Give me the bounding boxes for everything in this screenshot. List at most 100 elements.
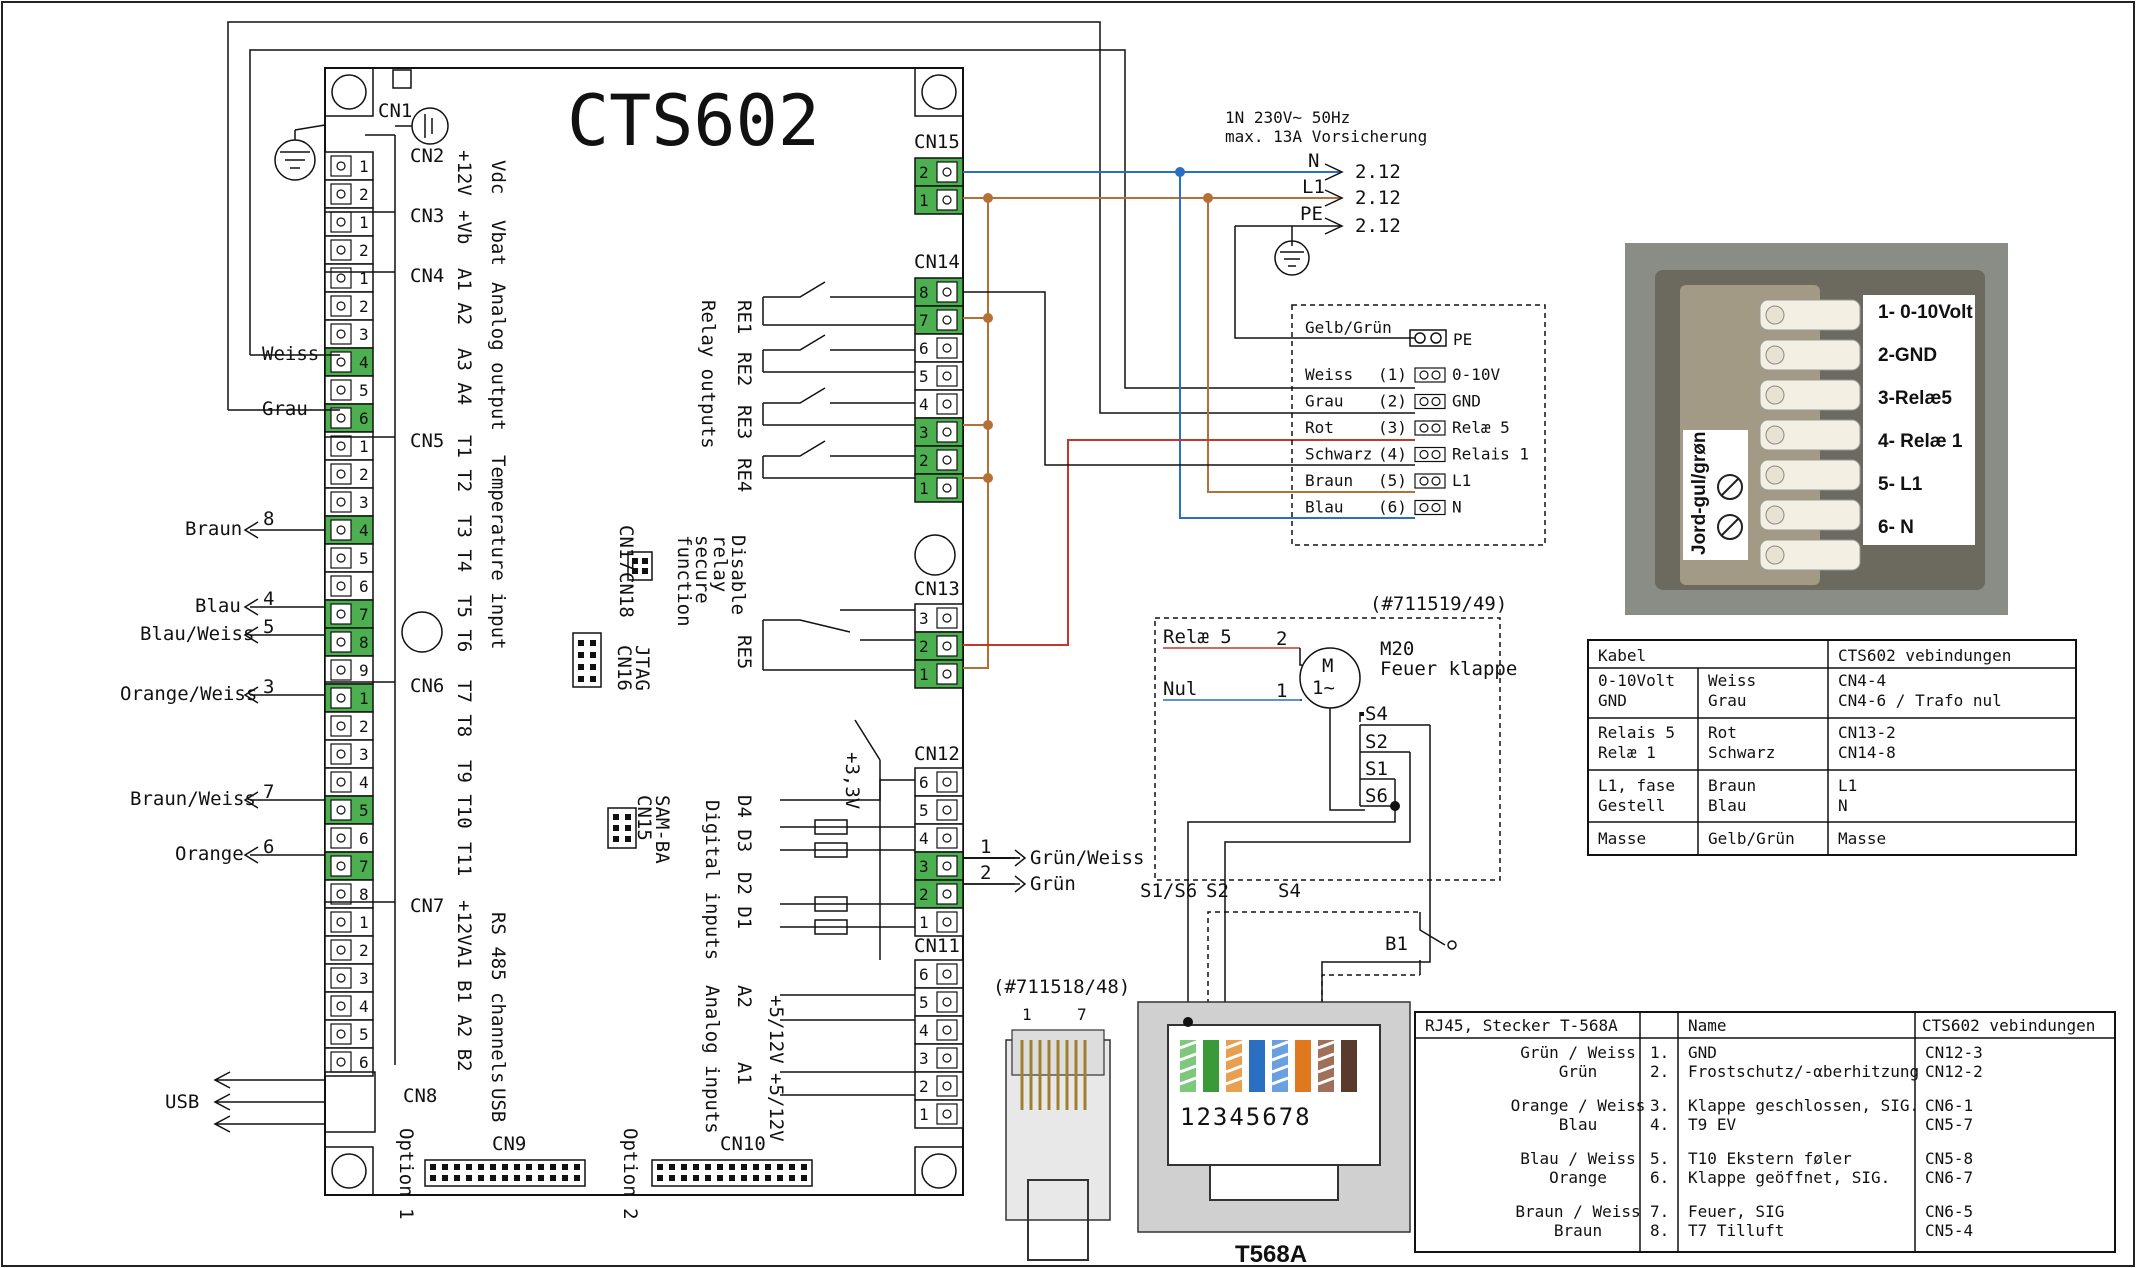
socket-wire-stripe bbox=[1317, 1064, 1335, 1074]
right-screw bbox=[936, 281, 958, 303]
photo-terminal bbox=[1759, 459, 1861, 491]
left-screw-hole bbox=[336, 189, 346, 199]
right-pin-number: 1 bbox=[919, 913, 929, 932]
socket-wire-stripe bbox=[1179, 1064, 1197, 1074]
cn15b-header bbox=[607, 807, 637, 849]
left-screw bbox=[330, 799, 352, 821]
rj45-cell: 1. bbox=[1650, 1043, 1669, 1062]
right-screw-hole bbox=[942, 917, 952, 927]
cn10-pin bbox=[717, 1164, 723, 1170]
cn9-pin bbox=[502, 1175, 508, 1181]
photo-terminal bbox=[1759, 419, 1861, 451]
motor-s1: S1 bbox=[1365, 758, 1388, 780]
kabel-cell: L1 bbox=[1838, 776, 1857, 795]
right-pin-number: 5 bbox=[919, 367, 929, 386]
right-screw-hole bbox=[942, 427, 952, 437]
right-screw-hole bbox=[942, 805, 952, 815]
photo-item-label: 3-Relæ5 bbox=[1878, 388, 1952, 409]
left-pin-number: 2 bbox=[359, 297, 369, 316]
terminal-row-signal: GND bbox=[1452, 392, 1481, 411]
rj45-cell: Grün / Weiss bbox=[1520, 1043, 1636, 1062]
group-relay-outputs: Relay outputs bbox=[697, 300, 719, 449]
cn9-pin bbox=[478, 1175, 484, 1181]
right-pin-number: 4 bbox=[919, 829, 929, 848]
right-screw-hole bbox=[942, 1081, 952, 1091]
motor-nul: Nul bbox=[1163, 678, 1197, 700]
left-pin-number: 1 bbox=[359, 213, 369, 232]
jtag-pin bbox=[590, 640, 596, 646]
left-screw bbox=[330, 995, 352, 1017]
jtag-pin bbox=[578, 676, 584, 682]
kabel-cell: Blau bbox=[1708, 796, 1747, 815]
left-pin-number: 5 bbox=[359, 381, 369, 400]
right-pin-number: 4 bbox=[919, 395, 929, 414]
power-wiring bbox=[963, 163, 1415, 669]
cn10-pin bbox=[753, 1164, 759, 1170]
right-screw bbox=[936, 771, 958, 793]
group-option2: Option 2 bbox=[619, 1128, 641, 1220]
wire-orange-weiss-num: 3 bbox=[263, 676, 274, 698]
pin-t5t6: T5 T6 bbox=[453, 595, 475, 652]
left-screw bbox=[330, 967, 352, 989]
left-pin-number: 1 bbox=[359, 157, 369, 176]
cn18-label: CN18 bbox=[615, 572, 637, 618]
right-screw bbox=[936, 911, 958, 933]
terminal-row-block bbox=[1414, 473, 1446, 489]
right-screw bbox=[936, 963, 958, 985]
left-screw-hole bbox=[336, 413, 346, 423]
right-screw bbox=[936, 161, 958, 183]
socket-wire-stripe bbox=[1225, 1052, 1243, 1062]
cn10-pin bbox=[681, 1175, 687, 1181]
right-pin-number: 7 bbox=[919, 311, 929, 330]
cn9-pin bbox=[526, 1164, 532, 1170]
photo-terminal bbox=[1759, 299, 1861, 331]
rj45-cell: Orange bbox=[1549, 1168, 1607, 1187]
left-pin-number: 3 bbox=[359, 745, 369, 764]
pin-re2: RE2 bbox=[733, 352, 755, 386]
terminal-row-screw bbox=[1431, 423, 1441, 433]
terminal-row-block bbox=[1414, 420, 1446, 436]
right-pin-number: 2 bbox=[919, 885, 929, 904]
pin-3v3: +3,3V bbox=[841, 752, 863, 809]
pin-re1: RE1 bbox=[733, 300, 755, 334]
left-pin-number: 1 bbox=[359, 689, 369, 708]
pin-t1t2: T1 T2 bbox=[453, 435, 475, 492]
right-pin-number: 2 bbox=[919, 451, 929, 470]
cn9-pin bbox=[574, 1164, 580, 1170]
terminal-row-color: Rot bbox=[1305, 418, 1334, 437]
terminal-row-screw bbox=[1419, 449, 1429, 460]
rj45-cell: Blau / Weiss bbox=[1520, 1149, 1636, 1168]
pin-d2d1: D2 D1 bbox=[733, 872, 755, 929]
left-pin-number: 4 bbox=[359, 997, 369, 1016]
terminal-row-num: (5) bbox=[1378, 471, 1407, 490]
cn10-pin bbox=[765, 1175, 771, 1181]
terminal-pe: PE bbox=[1453, 330, 1472, 349]
right-screw-hole bbox=[942, 777, 952, 787]
left-pin-number: 2 bbox=[359, 941, 369, 960]
cn12-label: CN12 bbox=[914, 743, 960, 765]
wire-orange-num: 6 bbox=[263, 836, 274, 858]
right-screw bbox=[936, 189, 958, 211]
socket-wire-stripe bbox=[1271, 1064, 1289, 1074]
kabel-header: CTS602 vebindungen bbox=[1838, 646, 2011, 665]
photo-item-label: 1- 0-10Volt bbox=[1878, 302, 1973, 323]
photo-terminal-screw bbox=[1765, 345, 1785, 365]
photo-terminal bbox=[1759, 499, 1861, 531]
rj45-cell: CN6-5 bbox=[1925, 1202, 1973, 1221]
right-pin-number: 2 bbox=[919, 163, 929, 182]
motor-m20: M20 bbox=[1380, 638, 1414, 660]
left-screw bbox=[330, 603, 352, 625]
kabel-cell: L1, fase bbox=[1598, 776, 1675, 795]
rj45-cell: CN5-8 bbox=[1925, 1149, 1973, 1168]
right-screw-hole bbox=[942, 195, 952, 205]
cn17-label: CN17 bbox=[615, 525, 637, 571]
left-pin-number: 1 bbox=[359, 913, 369, 932]
rj45-plug-pin1: 1 bbox=[1022, 1005, 1032, 1024]
left-screw bbox=[330, 715, 352, 737]
terminal-row-signal: N bbox=[1452, 498, 1462, 517]
group-option1: Option 1 bbox=[395, 1128, 417, 1220]
left-screw bbox=[330, 883, 352, 905]
right-pin-number: 1 bbox=[919, 1105, 929, 1124]
wire-braun-num: 8 bbox=[263, 508, 274, 530]
